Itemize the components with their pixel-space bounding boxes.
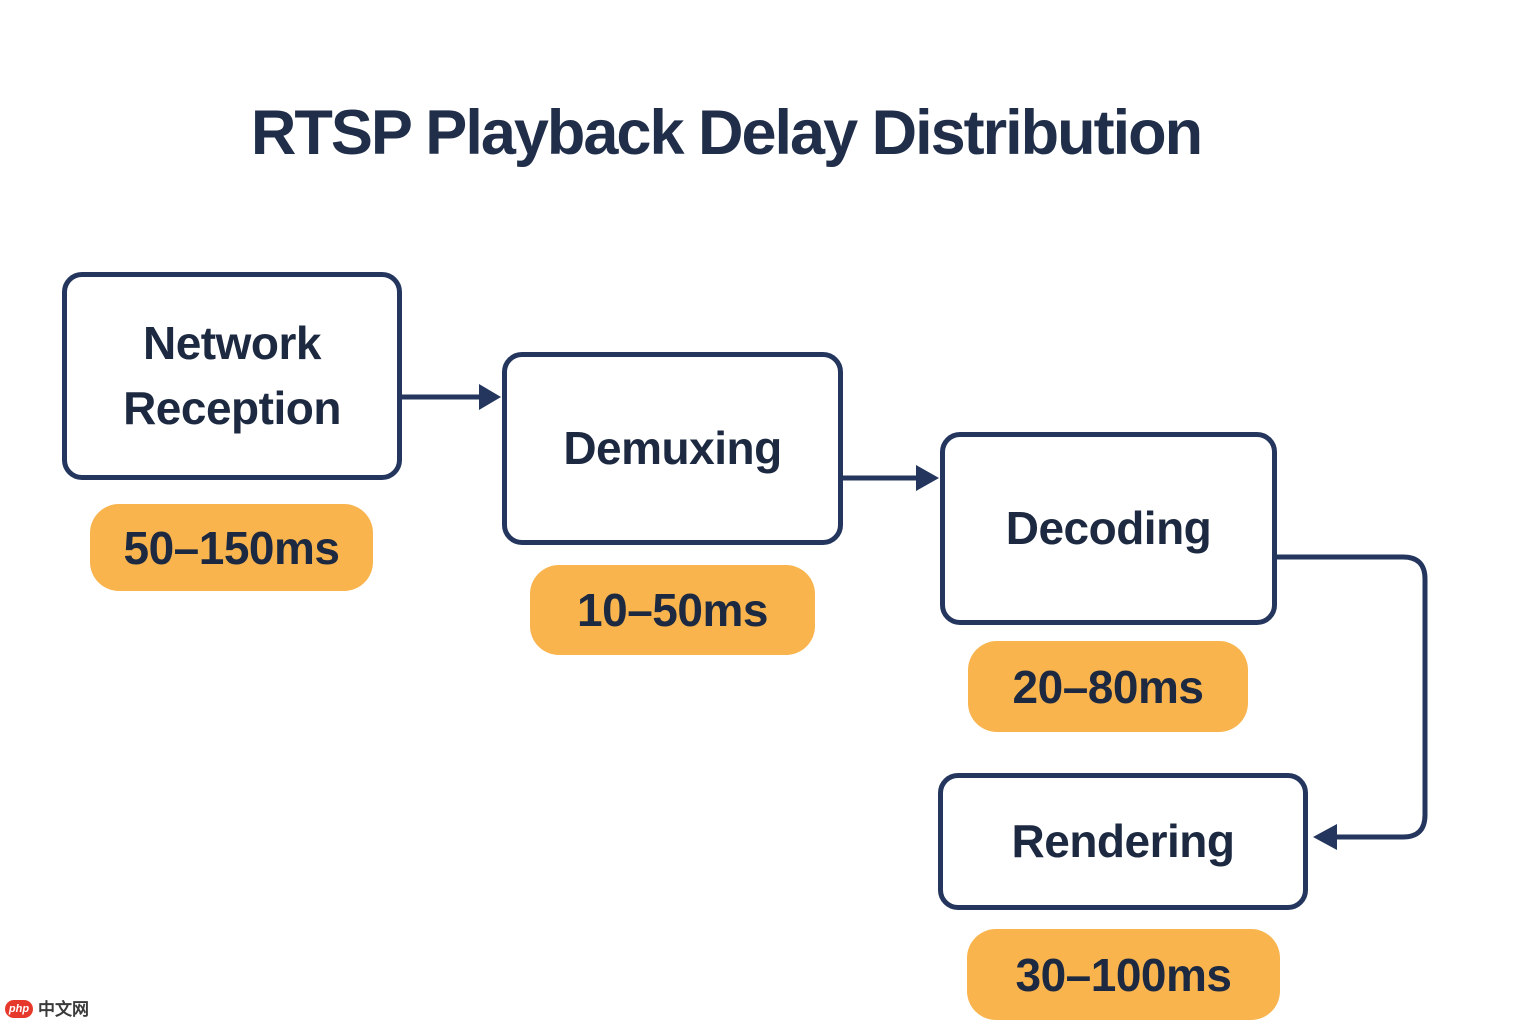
stage-box-demuxing: Demuxing	[502, 352, 843, 545]
connector-demuxing-to-decoding	[843, 465, 939, 491]
delay-badge-demuxing: 10–50ms	[530, 565, 815, 655]
stage-label: Decoding	[1005, 501, 1212, 554]
arrow-left-icon	[1313, 824, 1337, 850]
delay-badge-rendering: 30–100ms	[967, 929, 1280, 1020]
arrow-right-icon	[479, 384, 501, 410]
watermark: php 中文网	[5, 1000, 89, 1018]
stage-label: Rendering	[1011, 814, 1235, 867]
stage-box-rendering: Rendering	[938, 773, 1308, 910]
page-title: RTSP Playback Delay Distribution	[250, 98, 1203, 168]
delay-value: 20–80ms	[1012, 660, 1204, 713]
delay-badge-network-reception: 50–150ms	[90, 504, 373, 591]
delay-value: 10–50ms	[577, 584, 768, 636]
php-logo-icon: php	[5, 1000, 33, 1018]
delay-badge-decoding: 20–80ms	[968, 641, 1248, 732]
stage-label: Network Reception	[123, 316, 341, 434]
stage-box-decoding: Decoding	[940, 432, 1277, 625]
arrow-right-icon	[916, 465, 939, 491]
watermark-site-text: 中文网	[38, 999, 89, 1019]
delay-value: 50–150ms	[123, 521, 340, 574]
stage-label: Demuxing	[563, 421, 782, 474]
stage-box-network-reception: Network Reception	[62, 272, 402, 480]
delay-value: 30–100ms	[1015, 948, 1232, 1001]
connector-network-to-demuxing	[402, 384, 501, 410]
